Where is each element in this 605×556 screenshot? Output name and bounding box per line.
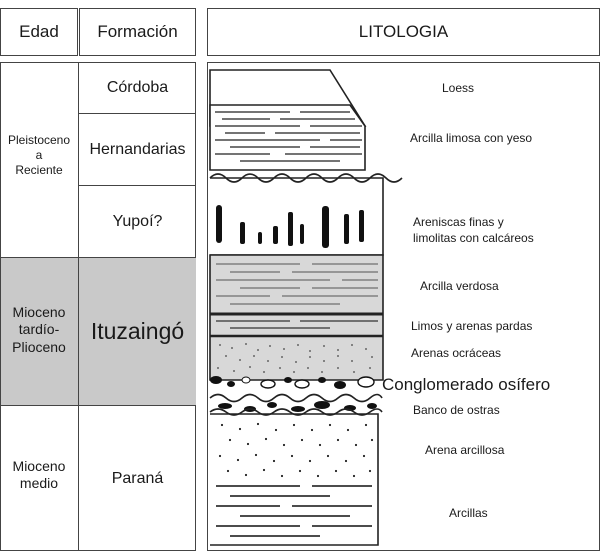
arcillas-hatch <box>216 485 372 537</box>
formation-ituzaingo: Ituzaingó <box>90 318 185 344</box>
arenas-ocraceas-dots <box>217 343 373 373</box>
conglomerado-clasts <box>210 376 375 389</box>
formation-yupoi: Yupoí? <box>112 212 163 230</box>
age-pleistocene-line1: Pleistoceno <box>7 132 71 147</box>
limos-hatch <box>216 320 378 329</box>
age-pleistocene: Pleistoceno a Reciente <box>0 115 78 195</box>
calcareous-concretions <box>216 205 364 248</box>
age-miocene-upper: Mioceno tardío- Plioceno <box>0 290 78 370</box>
age-miocene-mid-line2: medio <box>19 475 59 491</box>
age-highlight-band <box>1 257 196 405</box>
ituzaingo-block <box>209 254 384 381</box>
age-miocene-upper-line1: Mioceno <box>12 303 66 320</box>
label-arcilla-limosa: Arcilla limosa con yeso <box>410 131 533 145</box>
lithology-header: LITOLOGIA <box>358 22 449 41</box>
formation-header: Formación <box>97 22 178 41</box>
label-arena-arcillosa: Arena arcillosa <box>425 443 505 457</box>
arena-arcillosa-dots <box>218 422 374 478</box>
label-banco-ostras: Banco de ostras <box>413 403 500 417</box>
banco-ostras-shells <box>218 401 377 412</box>
formation-header-box <box>79 8 196 56</box>
age-header: Edad <box>19 22 59 41</box>
areniscas-layer <box>210 177 384 256</box>
label-arcillas: Arcillas <box>449 506 488 520</box>
label-areniscas-2: limolitas con calcáreos <box>413 231 534 245</box>
age-pleistocene-line3: Reciente <box>15 162 63 177</box>
label-arcilla-verdosa: Arcilla verdosa <box>420 279 499 293</box>
arcilla-limosa-layer <box>209 104 366 171</box>
label-limos: Limos y arenas pardas <box>411 319 533 333</box>
formation-cordoba: Córdoba <box>106 78 169 96</box>
formation-parana: Paraná <box>111 469 164 487</box>
arcilla-limosa-hatch <box>215 111 362 162</box>
label-arenas-ocraceas: Arenas ocráceas <box>411 346 502 360</box>
age-miocene-mid: Mioceno medio <box>0 445 78 505</box>
lithology-header-box <box>207 8 600 56</box>
age-header-box <box>0 8 78 56</box>
arcilla-verdosa-hatch <box>216 263 378 305</box>
lithology-frame <box>207 62 600 551</box>
age-pleistocene-line2: a <box>35 147 43 162</box>
age-miocene-upper-line3: Plioceno <box>12 338 66 355</box>
wavy-contact-2 <box>209 393 383 403</box>
parana-block <box>210 413 379 546</box>
age-miocene-mid-line1: Mioceno <box>12 457 66 474</box>
label-loess: Loess <box>442 81 475 95</box>
label-conglomerado: Conglomerado osífero <box>382 375 551 394</box>
formation-hernandarias: Hernandarias <box>89 140 186 158</box>
age-miocene-upper-line2: tardío- <box>18 321 60 338</box>
label-areniscas-1: Areniscas finas y <box>413 215 504 229</box>
wavy-contact-3 <box>209 408 383 416</box>
